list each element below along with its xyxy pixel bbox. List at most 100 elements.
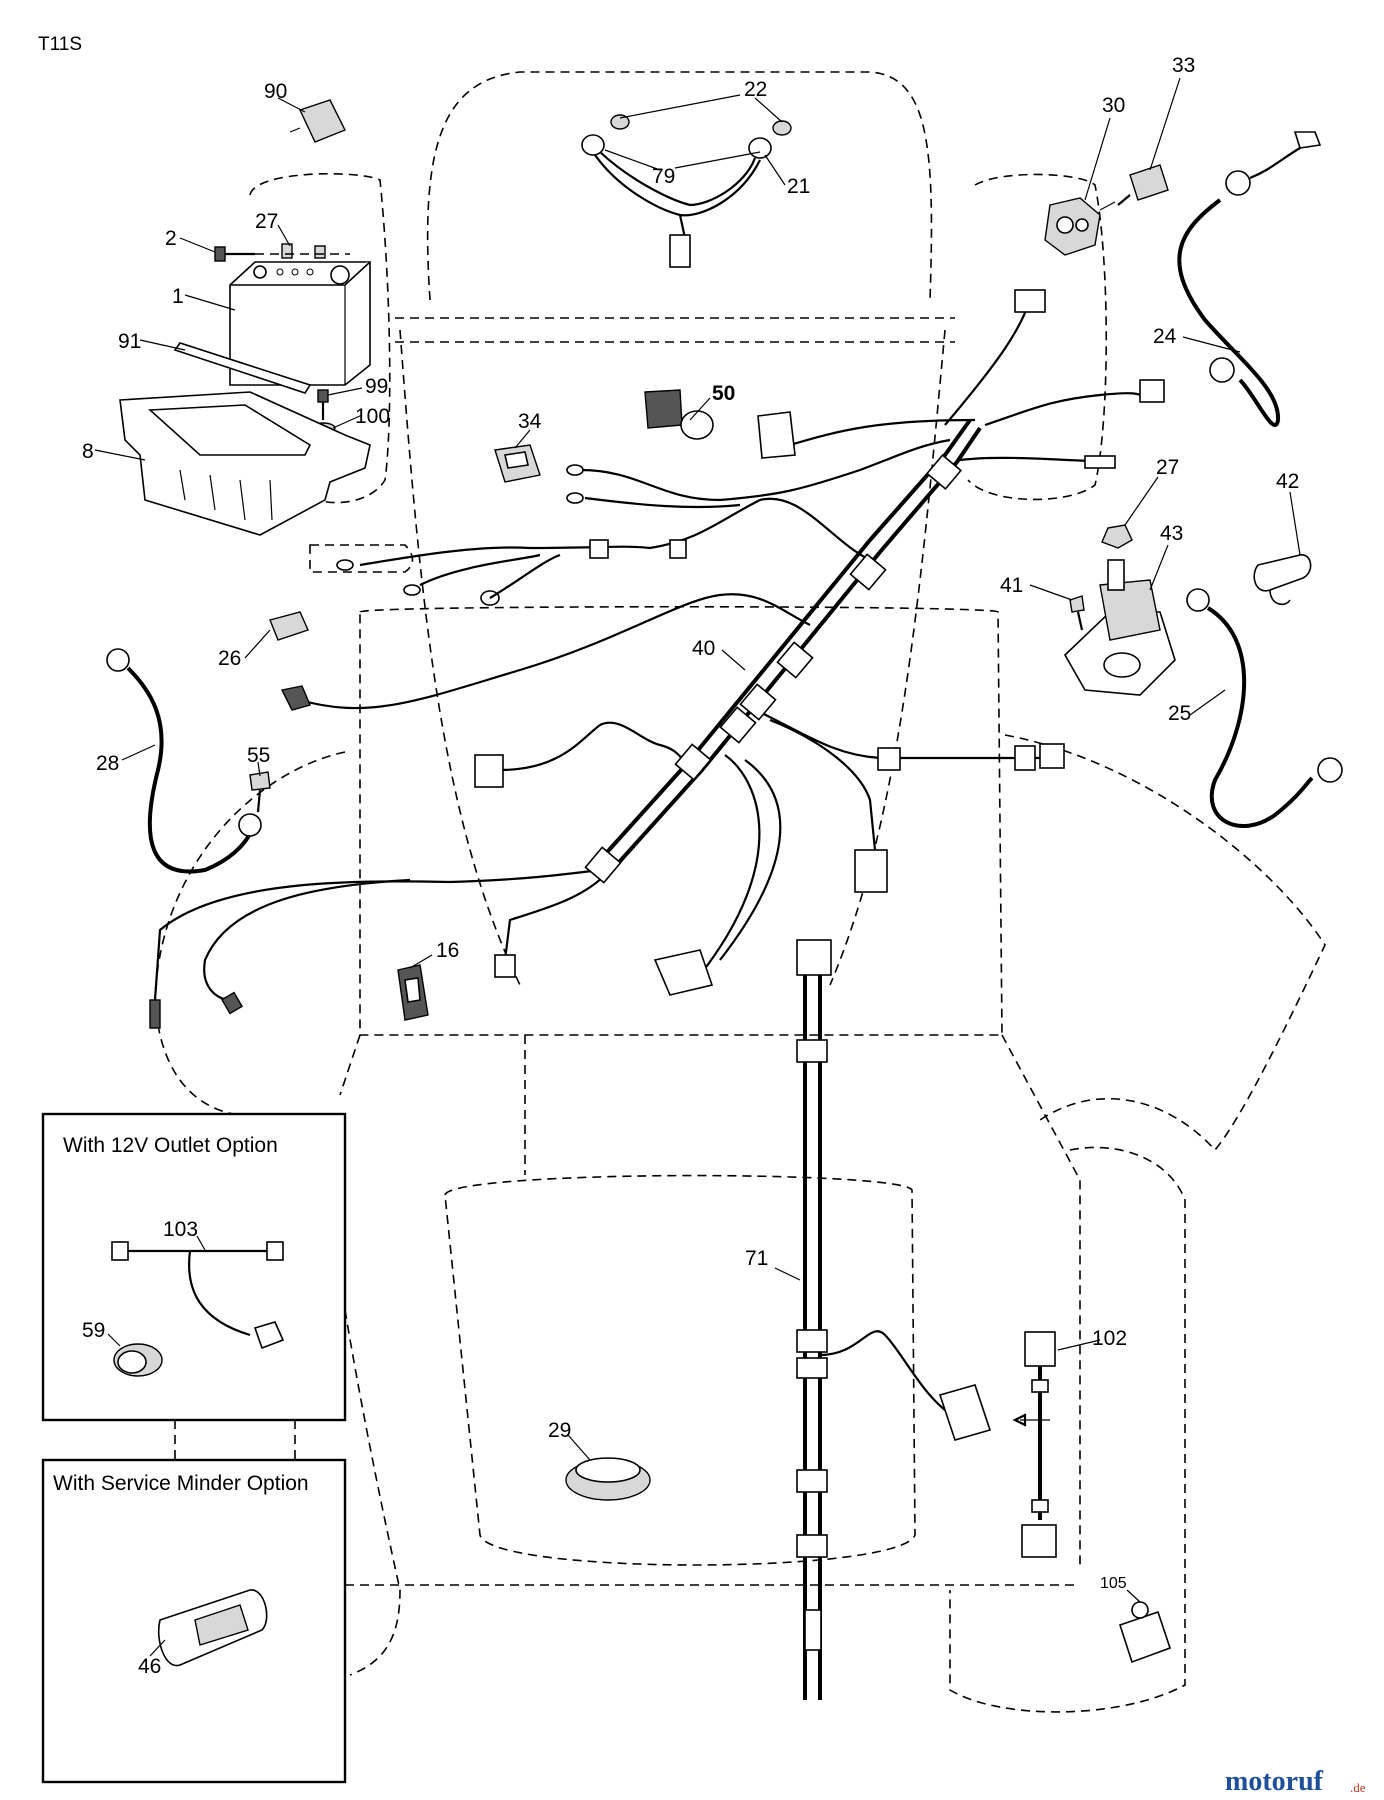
callout-33: 33 xyxy=(1172,54,1195,77)
part-1-battery xyxy=(229,261,371,386)
left-wheel-outline xyxy=(154,751,346,1116)
connector-bottom xyxy=(653,949,714,996)
service-minder-option-box: With Service Minder Option xyxy=(41,1458,347,1784)
callout-28: 28 xyxy=(96,752,119,775)
part-22-lamps xyxy=(610,114,792,136)
leader-lines xyxy=(94,77,1301,1657)
callout-8: 8 xyxy=(82,440,94,463)
hood-outline xyxy=(426,71,933,301)
part-105-switch xyxy=(1118,1601,1172,1664)
connector-71-top xyxy=(796,939,832,976)
watermark-suffix: .de xyxy=(1350,1780,1366,1795)
connector-26-wire xyxy=(280,685,311,711)
part-50-switch xyxy=(644,389,714,440)
branch-bottom-a xyxy=(699,754,761,976)
branch-dash-left xyxy=(499,721,691,772)
right-fender-outline xyxy=(967,173,1108,501)
part-46-service-minder xyxy=(157,1589,268,1667)
callout-79: 79 xyxy=(652,165,675,188)
outlet-option-title: With 12V Outlet Option xyxy=(63,1134,278,1157)
branch-34 xyxy=(579,438,951,502)
part-2-bolt xyxy=(214,246,255,262)
terminal-left-b xyxy=(220,991,244,1015)
callout-40: 40 xyxy=(692,637,715,660)
callout-59: 59 xyxy=(82,1319,105,1342)
terminal-left-a xyxy=(149,999,161,1029)
part-99-bolt xyxy=(317,389,329,420)
outlet-option-box: With 12V Outlet Option xyxy=(41,1112,347,1422)
part-34-switch xyxy=(494,444,541,483)
callout-1: 1 xyxy=(172,285,184,308)
callout-34: 34 xyxy=(518,410,542,433)
lower-left-outline xyxy=(344,1309,401,1676)
connector-bracket-outline xyxy=(309,544,414,573)
dash-outline xyxy=(359,605,1003,1036)
branch-left-upper-b xyxy=(419,553,541,586)
part-42-terminal-boot xyxy=(1253,554,1312,606)
part-26-fuse xyxy=(269,611,309,641)
callout-2: 2 xyxy=(165,227,177,250)
callout-30: 30 xyxy=(1102,94,1125,117)
callout-103: 103 xyxy=(163,1218,198,1241)
left-fender-outline xyxy=(249,172,391,504)
part-29-grommet xyxy=(565,1457,651,1501)
branch-bottom-b xyxy=(719,759,782,961)
part-91-hold-down-strap xyxy=(173,342,312,394)
callout-25: 25 xyxy=(1168,702,1191,725)
lower-connectors xyxy=(149,685,888,1029)
callout-55: 55 xyxy=(247,744,270,767)
branch-left-long-b xyxy=(203,878,411,1002)
branch-right-upper xyxy=(984,392,1151,427)
watermark-brand: motoruf xyxy=(1225,1766,1324,1797)
connector-71-relay xyxy=(938,1384,992,1441)
part-55-screw xyxy=(249,771,271,813)
harness-sheaths xyxy=(584,453,1065,884)
branch-34-b xyxy=(584,496,741,509)
callout-26: 26 xyxy=(218,647,241,670)
cable-102 xyxy=(1012,1331,1057,1558)
callout-43: 43 xyxy=(1160,522,1183,545)
callout-90: 90 xyxy=(264,80,287,103)
watermark-logo: motoruf .de xyxy=(1225,1766,1366,1797)
part-30-ignition-switch xyxy=(1044,197,1116,256)
connector-right-down xyxy=(854,849,888,893)
connector-dash-left xyxy=(474,754,504,788)
rear-body-outline xyxy=(339,1034,1081,1565)
part-25-ground-cable xyxy=(1186,588,1343,828)
connector-71-bottom xyxy=(804,1609,822,1651)
hood-sides xyxy=(399,329,946,986)
callout-27-right: 27 xyxy=(1156,456,1179,479)
callout-22: 22 xyxy=(744,78,767,101)
callout-21: 21 xyxy=(787,175,810,198)
option-link xyxy=(174,1420,296,1460)
callout-27: 27 xyxy=(255,210,278,233)
part-27-nut-battery xyxy=(255,243,350,259)
branch-16-area xyxy=(503,874,606,961)
callout-102: 102 xyxy=(1092,1327,1127,1350)
part-41-bolt xyxy=(1069,595,1085,631)
tractor-outline xyxy=(154,71,1326,1713)
seat-outline xyxy=(444,1174,916,1566)
callout-16: 16 xyxy=(436,939,459,962)
part-8-battery-tray xyxy=(119,391,371,536)
callout-24: 24 xyxy=(1153,325,1177,348)
part-24-battery-cable xyxy=(1177,131,1322,427)
callout-46: 46 xyxy=(138,1655,161,1678)
part-103-outlet-harness xyxy=(111,1241,285,1350)
callout-105: 105 xyxy=(1100,1575,1127,1592)
main-harness xyxy=(153,299,1151,1002)
harness-71 xyxy=(796,939,992,1700)
part-16-relay xyxy=(397,964,429,1021)
branch-left-upper xyxy=(359,497,871,567)
callout-99: 99 xyxy=(365,375,388,398)
callout-41: 41 xyxy=(1000,574,1023,597)
branch-26 xyxy=(299,593,811,710)
callout-42: 42 xyxy=(1276,470,1299,493)
callout-71: 71 xyxy=(745,1247,768,1270)
main-trunk xyxy=(598,418,972,862)
part-59-12v-outlet xyxy=(113,1343,163,1377)
wire-terminals xyxy=(336,289,1165,606)
connector-center xyxy=(494,954,516,978)
callout-100: 100 xyxy=(355,405,390,428)
